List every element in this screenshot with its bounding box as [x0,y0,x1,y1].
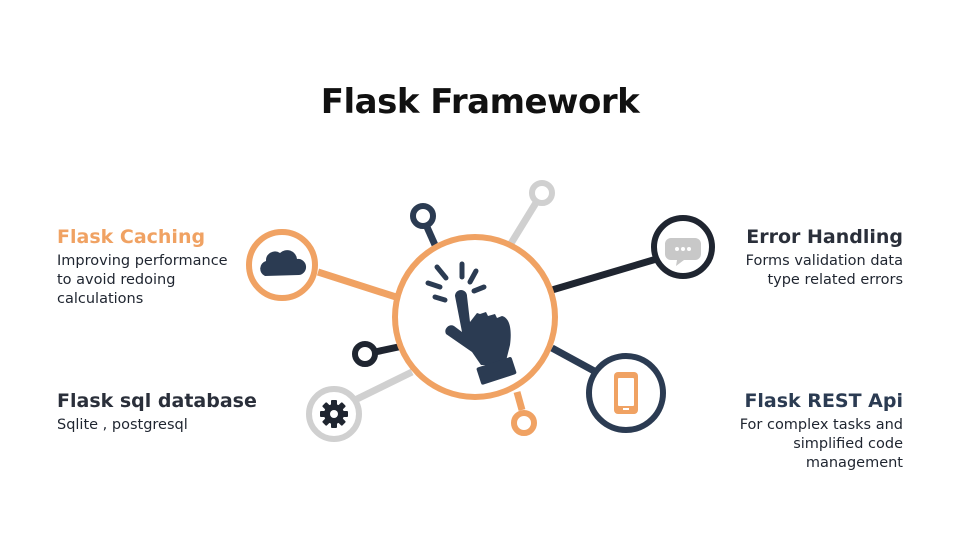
sql-title: Flask sql database [57,390,257,412]
connector-line [550,344,598,376]
caching-title: Flask Caching [57,226,206,248]
smartphone-icon [614,372,638,414]
sql-desc: Sqlite , postgresql [57,417,188,433]
caching-desc: Improving performance to avoid redoing c… [57,253,228,307]
connector-line [513,391,526,411]
connector-line [353,368,414,404]
node-dot [352,341,378,367]
cloud-icon [260,250,307,276]
errors-title: Error Handling [746,226,903,248]
node-dot [511,410,537,436]
pointing-hand-click-icon [425,261,517,385]
connector-line [316,268,398,301]
gear-icon [320,400,348,428]
node-dot [529,180,555,206]
errors-block: Error Handling Forms validation data typ… [663,224,903,290]
caching-block: Flask Caching Improving performance to a… [57,224,297,309]
rest-title: Flask REST Api [744,390,903,412]
page-title: Flask Framework [320,82,640,122]
errors-desc: Forms validation data type related error… [745,253,903,288]
sql-block: Flask sql database Sqlite , postgresql [57,388,297,435]
rest-desc: For complex tasks and simplified code ma… [739,417,903,471]
node-dot [410,203,436,229]
connector-line [551,254,661,294]
chat-bubble-icon [665,238,701,266]
rest-block: Flask REST Api For complex tasks and sim… [663,388,903,473]
